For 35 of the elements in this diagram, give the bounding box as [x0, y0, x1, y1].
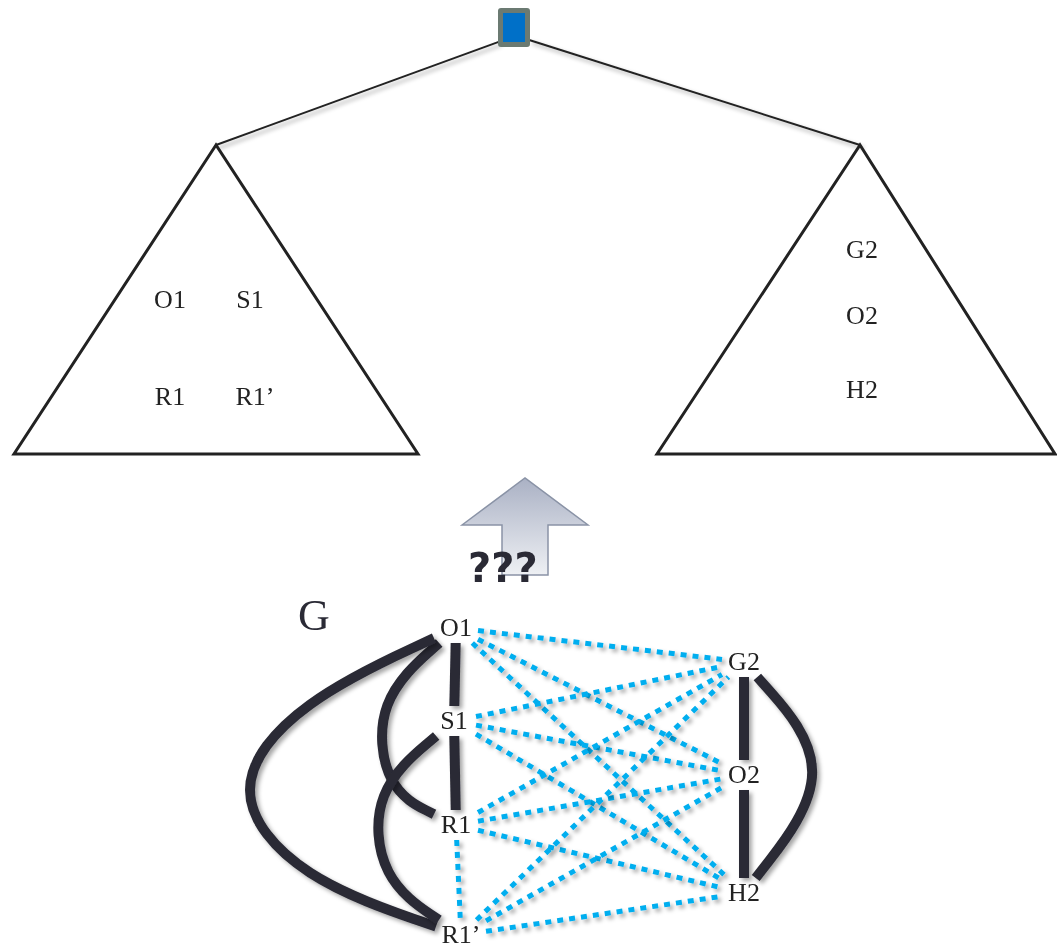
- node-label: O2: [845, 301, 879, 331]
- subtree-triangle: [655, 143, 1057, 455]
- thick-link: [377, 639, 443, 819]
- vertex-label: R1’: [436, 920, 486, 950]
- dotted-link: [476, 672, 724, 815]
- vertex-label: S1: [432, 706, 476, 736]
- root-square: [498, 8, 530, 47]
- node-label: R1: [153, 382, 187, 412]
- question-marks: ???: [468, 545, 538, 591]
- thick-link: [449, 642, 461, 707]
- vertex-label: H2: [722, 878, 766, 908]
- node-label: R1’: [234, 382, 276, 412]
- thick-link: [449, 735, 461, 811]
- dotted-link: [474, 675, 731, 922]
- node-label: H2: [845, 375, 879, 405]
- tree-edge: [215, 41, 499, 146]
- thick-link: [245, 633, 438, 932]
- dotted-link: [454, 839, 463, 921]
- subtree-triangle: [12, 143, 420, 455]
- tree-edge: [529, 39, 861, 146]
- vertex-label: O1: [434, 613, 478, 643]
- vertex-label: R1: [434, 810, 478, 840]
- node-label: S1: [235, 285, 265, 315]
- thick-link: [751, 673, 818, 882]
- dotted-link: [477, 776, 723, 824]
- dotted-link: [484, 785, 724, 924]
- thick-link: [739, 790, 749, 878]
- vertex-label: O2: [722, 760, 766, 790]
- node-label: O1: [153, 285, 187, 315]
- thick-link: [739, 677, 749, 760]
- vertex-label: G2: [722, 647, 766, 677]
- thick-link: [373, 732, 442, 925]
- graph-label: G: [298, 590, 330, 641]
- dotted-link: [477, 628, 723, 662]
- node-label: G2: [845, 235, 879, 265]
